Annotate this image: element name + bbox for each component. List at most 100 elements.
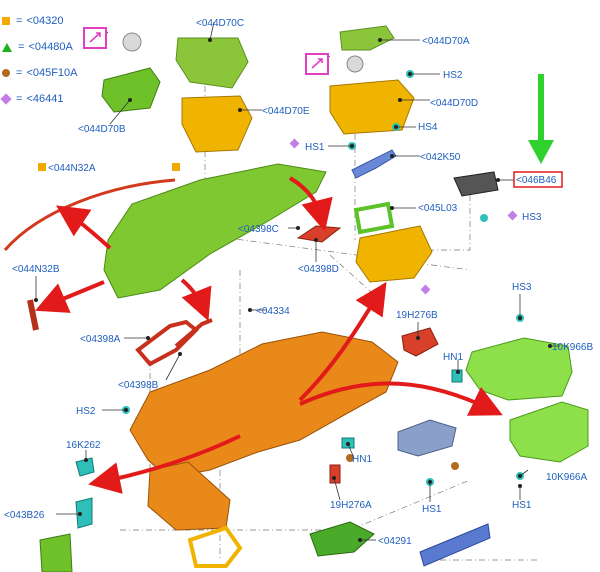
label-043B26: <043B26 [4, 510, 45, 521]
legend-equals: = [16, 15, 23, 27]
housing-yellow-lower [355, 225, 433, 283]
bracket-04398C [296, 225, 342, 243]
label-04398B: <04398B [118, 380, 159, 391]
panel-green-bottom-left [39, 533, 73, 572]
purple-diamond-icon [507, 210, 518, 221]
legend-row-diamond: = <46441 [0, 86, 78, 112]
label-044D70B: <044D70B [78, 124, 126, 135]
crossbeam-lower [147, 461, 231, 531]
label-19H276A: 19H276A [330, 500, 372, 511]
green-triangle-icon [2, 42, 12, 52]
panel-046B46 [453, 171, 499, 197]
panel-044D70C [175, 37, 249, 89]
label-HS1-right: HS1 [512, 500, 532, 511]
orange-square-icon [2, 17, 10, 25]
label-044D70D: <044D70D [430, 98, 478, 109]
label-HN1-mid: HN1 [352, 454, 372, 465]
panel-044D70A [339, 25, 395, 51]
label-04334: <04334 [256, 306, 290, 317]
label-042K50: <042K50 [420, 152, 461, 163]
knob-right [346, 55, 364, 73]
part-labels: <044D70C <044D70A HS2 <044D70B <044D70E … [4, 18, 593, 547]
label-10K966B: 10K966B [552, 342, 593, 353]
label-045L03: <045L03 [418, 203, 458, 214]
brown-circle-icon [2, 69, 10, 77]
legend-code: <04480A [28, 41, 73, 53]
strip-044N32B [27, 299, 39, 331]
label-16K262: 16K262 [66, 440, 101, 451]
arrow-to-044N32A [56, 205, 112, 250]
highlight-box-046B46 [513, 171, 563, 188]
label-044N32A: <044N32A [48, 163, 96, 174]
label-10K966A: 10K966A [546, 472, 587, 483]
bracket-blue-center [397, 419, 457, 457]
connector-HN1-right [451, 369, 463, 383]
label-04398C: <04398C [238, 224, 279, 235]
legend-code: <46441 [26, 93, 64, 105]
label-04291: <04291 [378, 536, 412, 547]
label-04398A: <04398A [80, 334, 121, 345]
legend-equals: = [18, 41, 25, 53]
label-19H276B: 19H276B [396, 310, 438, 321]
label-HS3-right: HS3 [512, 282, 532, 293]
bezel-10K966B [465, 337, 573, 401]
label-046B46: <046B46 [516, 175, 557, 186]
label-044N32B: <044N32B [12, 264, 60, 275]
arrow-to-044N32B [34, 280, 105, 313]
leader-lines [34, 21, 560, 542]
label-HS2-top: HS2 [443, 70, 463, 81]
arrow-to-10K966A [299, 381, 503, 416]
part-043B26 [75, 497, 93, 529]
housing-044D70D [329, 79, 415, 135]
legend-row-square: = <04320 [2, 8, 78, 34]
label-HS1-mid: HS1 [422, 504, 442, 515]
label-HS1-top: HS1 [305, 142, 325, 153]
bracket-blue-bottom [419, 523, 491, 567]
purple-diamond-icon [289, 138, 300, 149]
orange-square-icon [38, 163, 46, 171]
label-044D70A: <044D70A [422, 36, 470, 47]
label-044D70E: <044D70E [262, 106, 310, 117]
strip-044N32A [3, 178, 176, 251]
label-HS4: HS4 [418, 122, 438, 133]
legend-code: <045F10A [26, 67, 78, 79]
legend-equals: = [16, 67, 23, 79]
bracket-yellow-bottom [187, 525, 243, 568]
orange-square-icon [172, 163, 180, 171]
legend-equals: = [16, 93, 23, 105]
bracket-042K50 [351, 149, 397, 179]
parts [3, 25, 589, 572]
frame-045L03 [353, 201, 395, 235]
crossbeam-04334 [129, 331, 399, 479]
label-HS2-left: HS2 [76, 406, 96, 417]
label-04398D: <04398D [298, 264, 339, 275]
legend: = <04320 = <04480A = <045F10A = <46441 [0, 8, 78, 112]
bezel-10K966A [509, 401, 589, 463]
knob-left [122, 32, 142, 52]
label-044D70C: <044D70C [196, 18, 244, 29]
arrow-to-yellow-housing [298, 281, 387, 402]
arrow-to-04398A [180, 278, 212, 322]
explode-arrows [34, 176, 503, 494]
brown-circle-marker-2 [346, 454, 354, 462]
legend-row-triangle: = <04480A [2, 34, 78, 60]
arrow-to-04398C [288, 176, 333, 232]
bracket-044D70B [101, 67, 161, 113]
purple-diamond-icon [420, 284, 431, 295]
housing-044D70E [181, 95, 253, 153]
legend-row-circle: = <045F10A [2, 60, 78, 86]
label-HS3-mid: HS3 [522, 212, 542, 223]
legend-code: <04320 [26, 15, 64, 27]
arrow-to-16K262 [88, 434, 241, 494]
bracket-04398A [135, 319, 199, 367]
panel-04291 [309, 521, 375, 557]
screw-HS3-mid [480, 214, 488, 222]
panel-main-green [103, 163, 327, 299]
bracket-04398B [174, 318, 213, 348]
label-HN1-right: HN1 [443, 352, 463, 363]
magenta-pointer-box-icon [83, 27, 329, 75]
part-19H276B [401, 327, 439, 357]
brown-circle-marker-1 [451, 462, 459, 470]
green-down-arrow-icon [528, 74, 554, 164]
